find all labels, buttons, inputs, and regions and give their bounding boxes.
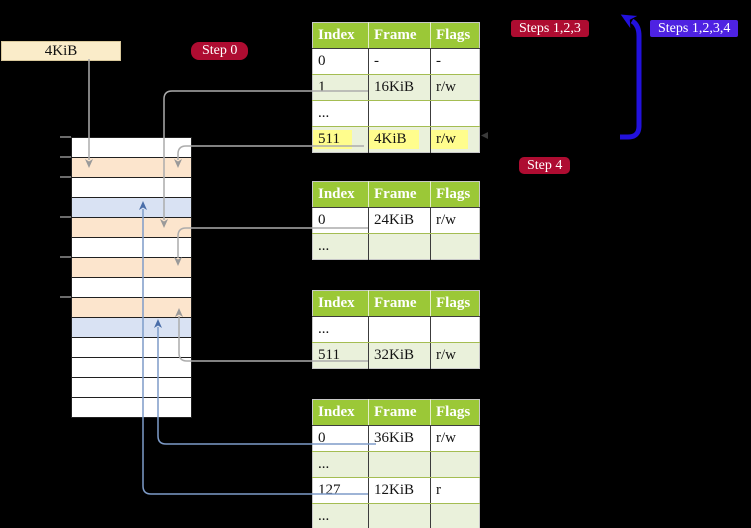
page-table-3-header-flags: Flags: [430, 399, 480, 426]
page-table-2-row-1-flags: r/w: [430, 342, 480, 369]
highlighted-cell-value: 511: [313, 130, 352, 149]
page-table-0-row-2-flags: [430, 100, 480, 127]
page-table-2-header-frame: Frame: [368, 290, 431, 317]
page-table-0-row-3: 511 4KiB r/w: [312, 126, 480, 153]
highlighted-cell-value: r/w: [431, 130, 468, 149]
page-table-0-row-0-frame: -: [368, 48, 431, 75]
page-table-3-row-0-frame: 36KiB: [368, 425, 431, 452]
page-table-0-row-0-flags: -: [430, 48, 480, 75]
page-table-3-row-3-flags: [430, 503, 480, 528]
page-table-0-row-3-index: 511: [312, 126, 369, 153]
row511-side-arrowhead: [481, 132, 488, 139]
page-table-3-row-2-flags: r: [430, 477, 480, 504]
memory-frame-row-0-white: [72, 138, 191, 158]
page-table-1-row-0-flags: r/w: [430, 207, 480, 234]
page-table-3-row-3-index: ...: [312, 503, 369, 528]
page-table-0-row-0-index: 0: [312, 48, 369, 75]
memory-frame-row-8-orange: [72, 298, 191, 318]
memory-frame-row-11-white: [72, 358, 191, 378]
memory-frame-row-4-orange: [72, 218, 191, 238]
memory-frame-row-12-white: [72, 378, 191, 398]
page-table-0-row-2: ...: [312, 100, 480, 127]
stack-tick-marks: [60, 136, 71, 298]
page-table-1-row-1-frame: [368, 233, 431, 260]
page-table-0-row-2-frame: [368, 100, 431, 127]
page-table-0-row-1-frame: 16KiB: [368, 74, 431, 101]
memory-frame-row-9-blue: [72, 318, 191, 338]
page-table-0-row-1-flags: r/w: [430, 74, 480, 101]
page-table-1-row-0-frame: 24KiB: [368, 207, 431, 234]
highlighted-cell-value: 4KiB: [369, 130, 419, 149]
page-table-2-row-1-frame: 32KiB: [368, 342, 431, 369]
page-table-3-row-1: ...: [312, 451, 480, 478]
page-table-2-row-0-index: ...: [312, 316, 369, 343]
frame-size-label: 4KiB: [1, 41, 121, 61]
step-0-badge: Step 0: [191, 42, 249, 60]
page-table-3-row-2-index: 127: [312, 477, 369, 504]
page-table-1-header-frame: Frame: [368, 181, 431, 208]
page-table-1-row-1: ...: [312, 233, 480, 260]
memory-frame-row-3-blue: [72, 198, 191, 218]
page-table-3-row-3-frame: [368, 503, 431, 528]
memory-frame-row-7-white: [72, 278, 191, 298]
page-table-1-header-index: Index: [312, 181, 369, 208]
page-table-0-header-flags: Flags: [430, 22, 480, 49]
page-table-1-row-1-index: ...: [312, 233, 369, 260]
page-table-3-row-3: ...: [312, 503, 480, 528]
page-table-3-header-frame: Frame: [368, 399, 431, 426]
memory-frame-row-10-white: [72, 338, 191, 358]
page-table-1-row-0-index: 0: [312, 207, 369, 234]
page-table-2-header-flags: Flags: [430, 290, 480, 317]
page-table-0-header-index: Index: [312, 22, 369, 49]
page-table-3-header-index: Index: [312, 399, 369, 426]
page-table-3-row-1-frame: [368, 451, 431, 478]
page-table-2-row-0-flags: [430, 316, 480, 343]
page-table-0-row-2-index: ...: [312, 100, 369, 127]
page-table-3-row-1-flags: [430, 451, 480, 478]
physical-memory-stack: [71, 137, 192, 418]
page-table-2-row-1-index: 511: [312, 342, 369, 369]
page-table-1-row-1-flags: [430, 233, 480, 260]
step-4-badge: Step 4: [519, 157, 571, 174]
page-table-3-row-1-index: ...: [312, 451, 369, 478]
page-table-0-row-3-frame: 4KiB: [368, 126, 431, 153]
memory-frame-row-6-orange: [72, 258, 191, 278]
memory-frame-row-5-white: [72, 238, 191, 258]
page-table-2-row-0: ...: [312, 316, 480, 343]
steps-123-badge: Steps 1,2,3: [511, 20, 589, 37]
page-table-2-header-index: Index: [312, 290, 369, 317]
steps-1234-badge: Steps 1,2,3,4: [650, 20, 739, 37]
page-table-0-header-frame: Frame: [368, 22, 431, 49]
page-table-0-row-1-index: 1: [312, 74, 369, 101]
recursive-loop-arrow: [620, 14, 642, 140]
page-table-0-row-0: 0--: [312, 48, 480, 75]
page-table-1-header-flags: Flags: [430, 181, 480, 208]
memory-frame-row-2-white: [72, 178, 191, 198]
page-table-3-row-0-flags: r/w: [430, 425, 480, 452]
page-table-3-row-0-index: 0: [312, 425, 369, 452]
page-table-3-row-2-frame: 12KiB: [368, 477, 431, 504]
page-table-0-row-3-flags: r/w: [430, 126, 480, 153]
page-table-2-row-0-frame: [368, 316, 431, 343]
memory-frame-row-1-orange: [72, 158, 191, 178]
memory-frame-row-13-white: [72, 398, 191, 417]
